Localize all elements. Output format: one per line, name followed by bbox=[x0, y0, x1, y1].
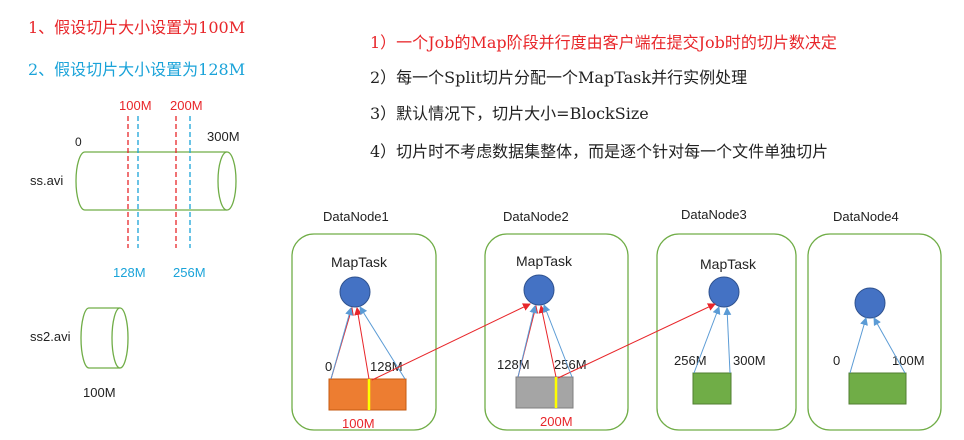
arrow-dn1-blue-2 bbox=[359, 306, 406, 380]
maptask-4-circle bbox=[854, 287, 886, 319]
mark-128-label: 128M bbox=[113, 265, 146, 280]
setting-1-text: 1、假设切片大小设置为100M bbox=[28, 18, 245, 37]
maptask-2-label: MapTask bbox=[516, 253, 573, 269]
point-2-text: 2）每一个Split切片分配一个MapTask并行实例处理 bbox=[370, 68, 747, 87]
file1-end-label: 300M bbox=[207, 129, 240, 144]
datanode-3-title: DataNode3 bbox=[681, 207, 747, 222]
block-3-left-label: 256M bbox=[674, 353, 707, 368]
block-2-bottom-label: 200M bbox=[540, 414, 573, 429]
mark-256-label: 256M bbox=[173, 265, 206, 280]
block-3-right-label: 300M bbox=[733, 353, 766, 368]
arrow-dn3-blue-1 bbox=[693, 306, 721, 374]
arrow-dn4-blue-2 bbox=[873, 317, 906, 374]
file2-size-label: 100M bbox=[83, 385, 116, 400]
block-4-rect bbox=[848, 372, 907, 405]
datanode-1-box bbox=[291, 233, 437, 431]
datanode-4-title: DataNode4 bbox=[833, 209, 899, 224]
block-2-right-label: 256M bbox=[554, 357, 587, 372]
maptask-2-circle bbox=[523, 274, 555, 306]
datanode-2-title: DataNode2 bbox=[503, 209, 569, 224]
point-1-text: 1）一个Job的Map阶段并行度由客户端在提交Job时的切片数决定 bbox=[370, 33, 837, 52]
setting-2-text: 2、假设切片大小设置为128M bbox=[28, 60, 245, 79]
arrow-dn2-blue-1 bbox=[517, 305, 538, 378]
datanode-4-box bbox=[807, 233, 942, 431]
arrow-dn2-red-2 bbox=[538, 305, 557, 378]
arrow-dn2-blue-2 bbox=[542, 304, 573, 378]
block-4-right-label: 100M bbox=[892, 353, 925, 368]
mark-200-label: 200M bbox=[170, 98, 203, 113]
block-2-left-label: 128M bbox=[497, 357, 530, 372]
point-3-text: 3）默认情况下，切片大小=BlockSize bbox=[370, 104, 649, 123]
maptask-1-label: MapTask bbox=[331, 254, 388, 270]
arrow-dn1-blue-1 bbox=[330, 307, 353, 380]
arrow-dn4-blue-1 bbox=[849, 317, 868, 374]
point-4-text: 4）切片时不考虑数据集整体，而是逐个针对每一个文件单独切片 bbox=[370, 142, 828, 161]
block-2-rect bbox=[515, 376, 574, 409]
datanode-2-box bbox=[484, 233, 629, 431]
block-3-rect bbox=[692, 372, 732, 405]
arrow-dn3-blue-2 bbox=[723, 307, 732, 374]
maptask-3-circle bbox=[708, 276, 740, 308]
arrow-dn1-to-dn2-red bbox=[371, 303, 531, 381]
datanode-1-title: DataNode1 bbox=[323, 209, 389, 224]
arrow-dn1-red-2 bbox=[354, 307, 370, 380]
file2-cylinder bbox=[80, 307, 129, 369]
datanode-3-box bbox=[656, 233, 797, 431]
mark-100-label: 100M bbox=[119, 98, 152, 113]
file2-name: ss2.avi bbox=[30, 329, 71, 344]
block-4-left-label: 0 bbox=[833, 353, 840, 368]
maptask-3-label: MapTask bbox=[700, 256, 757, 272]
file1-name: ss.avi bbox=[30, 173, 63, 188]
block-1-rect bbox=[328, 378, 407, 411]
file1-start-label: 0 bbox=[75, 135, 82, 149]
maptask-1-circle bbox=[339, 276, 371, 308]
file1-cylinder bbox=[75, 151, 237, 211]
arrow-dn2-to-dn3-red bbox=[557, 303, 716, 379]
block-1-bottom-label: 100M bbox=[342, 416, 375, 431]
block-1-left-label: 0 bbox=[325, 359, 332, 374]
